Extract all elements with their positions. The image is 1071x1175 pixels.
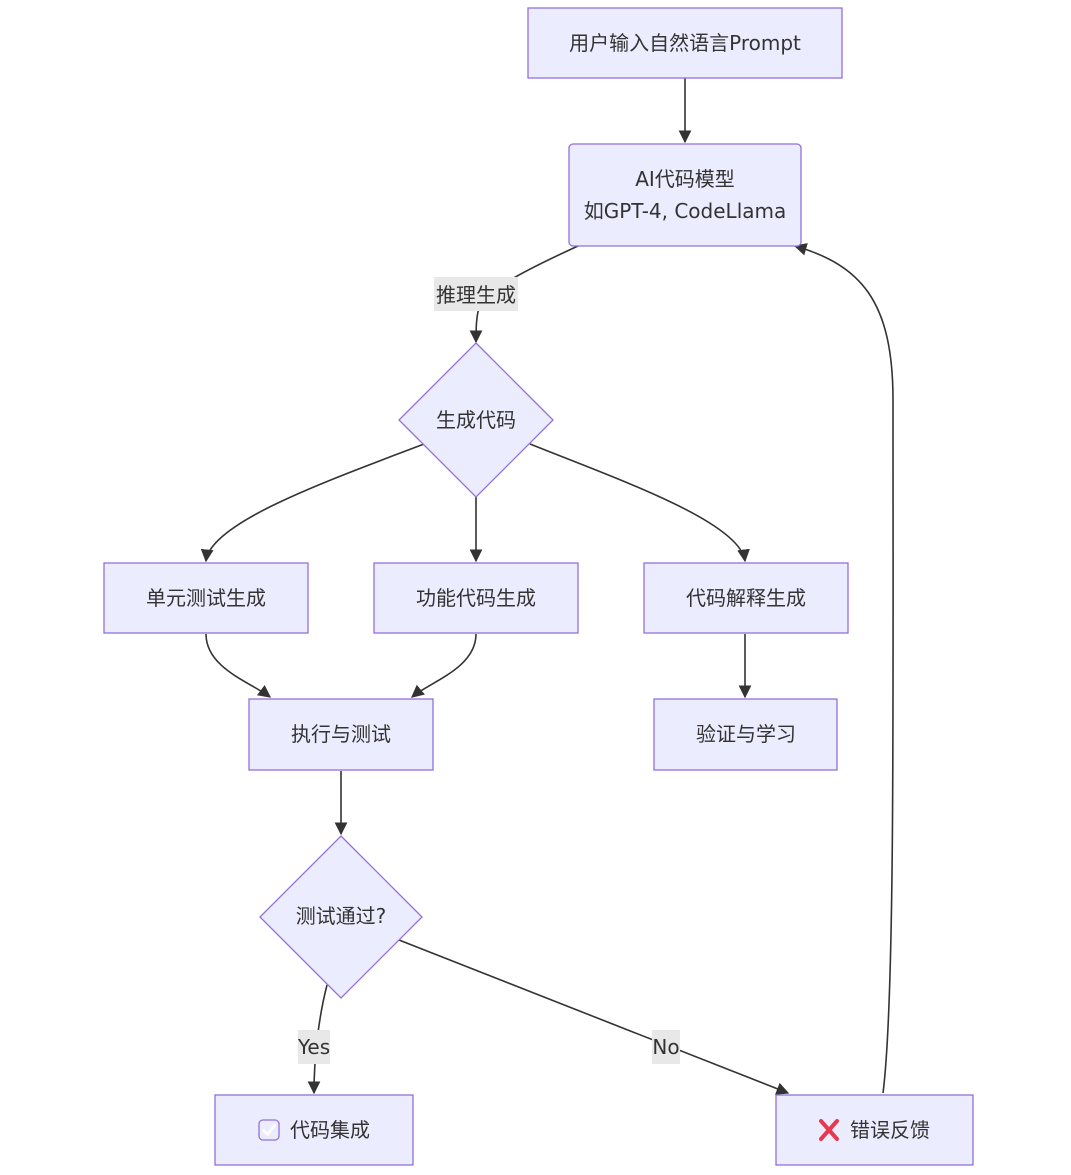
- svg-text:代码解释生成: 代码解释生成: [686, 586, 806, 610]
- edge-generate-to-unit-test: [200, 443, 425, 563]
- svg-text:推理生成: 推理生成: [436, 283, 516, 307]
- svg-text:执行与测试: 执行与测试: [291, 722, 391, 746]
- node-execute: 执行与测试: [248, 698, 434, 771]
- node-prompt: 用户输入自然语言Prompt: [527, 7, 843, 79]
- check-mark-button-icon: [258, 1119, 280, 1141]
- svg-text:验证与学习: 验证与学习: [696, 722, 796, 746]
- edge-label-infer: 推理生成: [434, 277, 518, 311]
- svg-text:代码集成: 代码集成: [290, 1118, 370, 1142]
- node-model: AI代码模型 如GPT-4, CodeLlama: [568, 143, 802, 247]
- node-func-code: 功能代码生成: [373, 562, 579, 634]
- edge-label-yes: Yes: [297, 1030, 330, 1064]
- svg-text:Yes: Yes: [297, 1035, 330, 1059]
- node-feedback: 错误反馈: [775, 1094, 974, 1166]
- svg-text:No: No: [652, 1035, 679, 1059]
- cross-mark-icon: [819, 1119, 839, 1141]
- node-passed: 测试通过?: [259, 835, 423, 999]
- svg-text:单元测试生成: 单元测试生成: [146, 586, 266, 610]
- node-explain: 代码解释生成: [643, 562, 849, 634]
- node-unit-test: 单元测试生成: [103, 562, 309, 634]
- svg-text:测试通过?: 测试通过?: [296, 904, 387, 928]
- svg-text:用户输入自然语言Prompt: 用户输入自然语言Prompt: [569, 31, 801, 55]
- svg-text:功能代码生成: 功能代码生成: [416, 586, 536, 610]
- svg-text:AI代码模型: AI代码模型: [635, 167, 735, 191]
- edge-label-no: No: [652, 1030, 680, 1064]
- edge-func-code-to-execute: [411, 633, 477, 698]
- node-integrate: 代码集成: [214, 1094, 414, 1166]
- edge-generate-to-explain: [529, 443, 750, 563]
- edge-feedback-to-model: [793, 243, 894, 1094]
- svg-text:错误反馈: 错误反馈: [850, 1118, 930, 1142]
- svg-text:生成代码: 生成代码: [436, 408, 516, 432]
- node-learn: 验证与学习: [653, 698, 838, 771]
- node-generate: 生成代码: [398, 342, 554, 498]
- svg-text:如GPT-4, CodeLlama: 如GPT-4, CodeLlama: [584, 199, 787, 223]
- edge-unit-test-to-execute: [205, 633, 272, 698]
- edge-passed-to-feedback: [398, 939, 790, 1095]
